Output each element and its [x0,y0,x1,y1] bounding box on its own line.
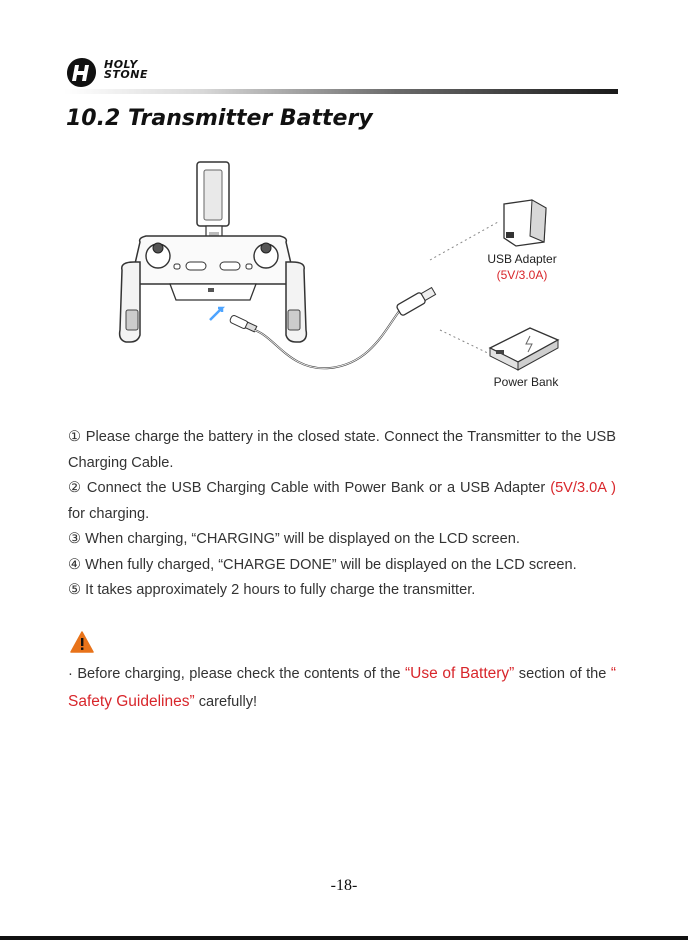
arrow-icon [209,306,226,321]
warning-note: · Before charging, please check the cont… [68,660,616,716]
usb-c-plug-icon [229,315,258,333]
step-text: for charging. [68,505,150,522]
holy-stone-logo-icon [67,58,96,87]
charging-diagram: USB Adapter (5V/3.0A) Power Bank [100,150,590,410]
warning-highlight-safety-guidelines: “ Safety Guidelines” [68,665,616,710]
charging-cable [253,309,401,370]
charging-instructions: ① Please charge the battery in the close… [68,425,616,604]
step-highlight: (5V/3.0A ) [550,480,616,496]
step-1: ① Please charge the battery in the close… [68,425,616,476]
step-text: It takes approximately 2 hours to fully … [85,582,476,598]
transmitter-icon [118,235,308,343]
warning-text: Before charging, please check the conten… [77,666,405,682]
step-text: Connect the USB Charging Cable with Powe… [86,480,551,496]
charging-diagram-illustration [118,161,560,371]
footer-rule [0,936,688,940]
brand-line-2: STONE [104,68,148,81]
step-text: Please charge the battery in the closed … [68,429,616,471]
step-number: ⑤ [68,582,82,598]
power-bank-label: Power Bank [493,375,559,389]
section-title: 10.2 Transmitter Battery [66,106,373,131]
warning-text: section of the [514,666,611,682]
usb-adapter-spec: (5V/3.0A) [496,268,548,282]
usb-adapter-label: USB Adapter [487,252,557,266]
header-gradient-bar [64,89,618,94]
page-number: -18- [330,877,358,894]
brand-name: HOLY STONE [104,58,148,81]
brand-line-1: HOLY [104,58,138,71]
usb-adapter-icon [503,199,547,247]
step-text: When charging, “CHARGING” will be displa… [85,531,520,547]
step-number: ② [68,480,82,496]
phone-holder-icon [196,161,230,241]
warning-icon [70,631,94,653]
power-bank-icon [488,327,560,371]
step-number: ③ [68,531,82,547]
warning-bullet: · [68,666,73,682]
step-text: When fully charged, “CHARGE DONE” will b… [85,556,577,573]
step-5: ⑤ It takes approximately 2 hours to full… [68,578,616,604]
step-number: ④ [68,556,82,573]
page-header: HOLY STONE [64,54,618,94]
usb-a-plug-icon [396,286,437,316]
step-number: ① [68,429,82,445]
warning-text: carefully! [194,694,258,710]
step-4: ④ When fully charged, “CHARGE DONE” will… [68,553,616,579]
warning-highlight-use-of-battery: “Use of Battery” [405,665,515,682]
step-3: ③ When charging, “CHARGING” will be disp… [68,527,616,553]
step-2: ② Connect the USB Charging Cable with Po… [68,476,616,527]
